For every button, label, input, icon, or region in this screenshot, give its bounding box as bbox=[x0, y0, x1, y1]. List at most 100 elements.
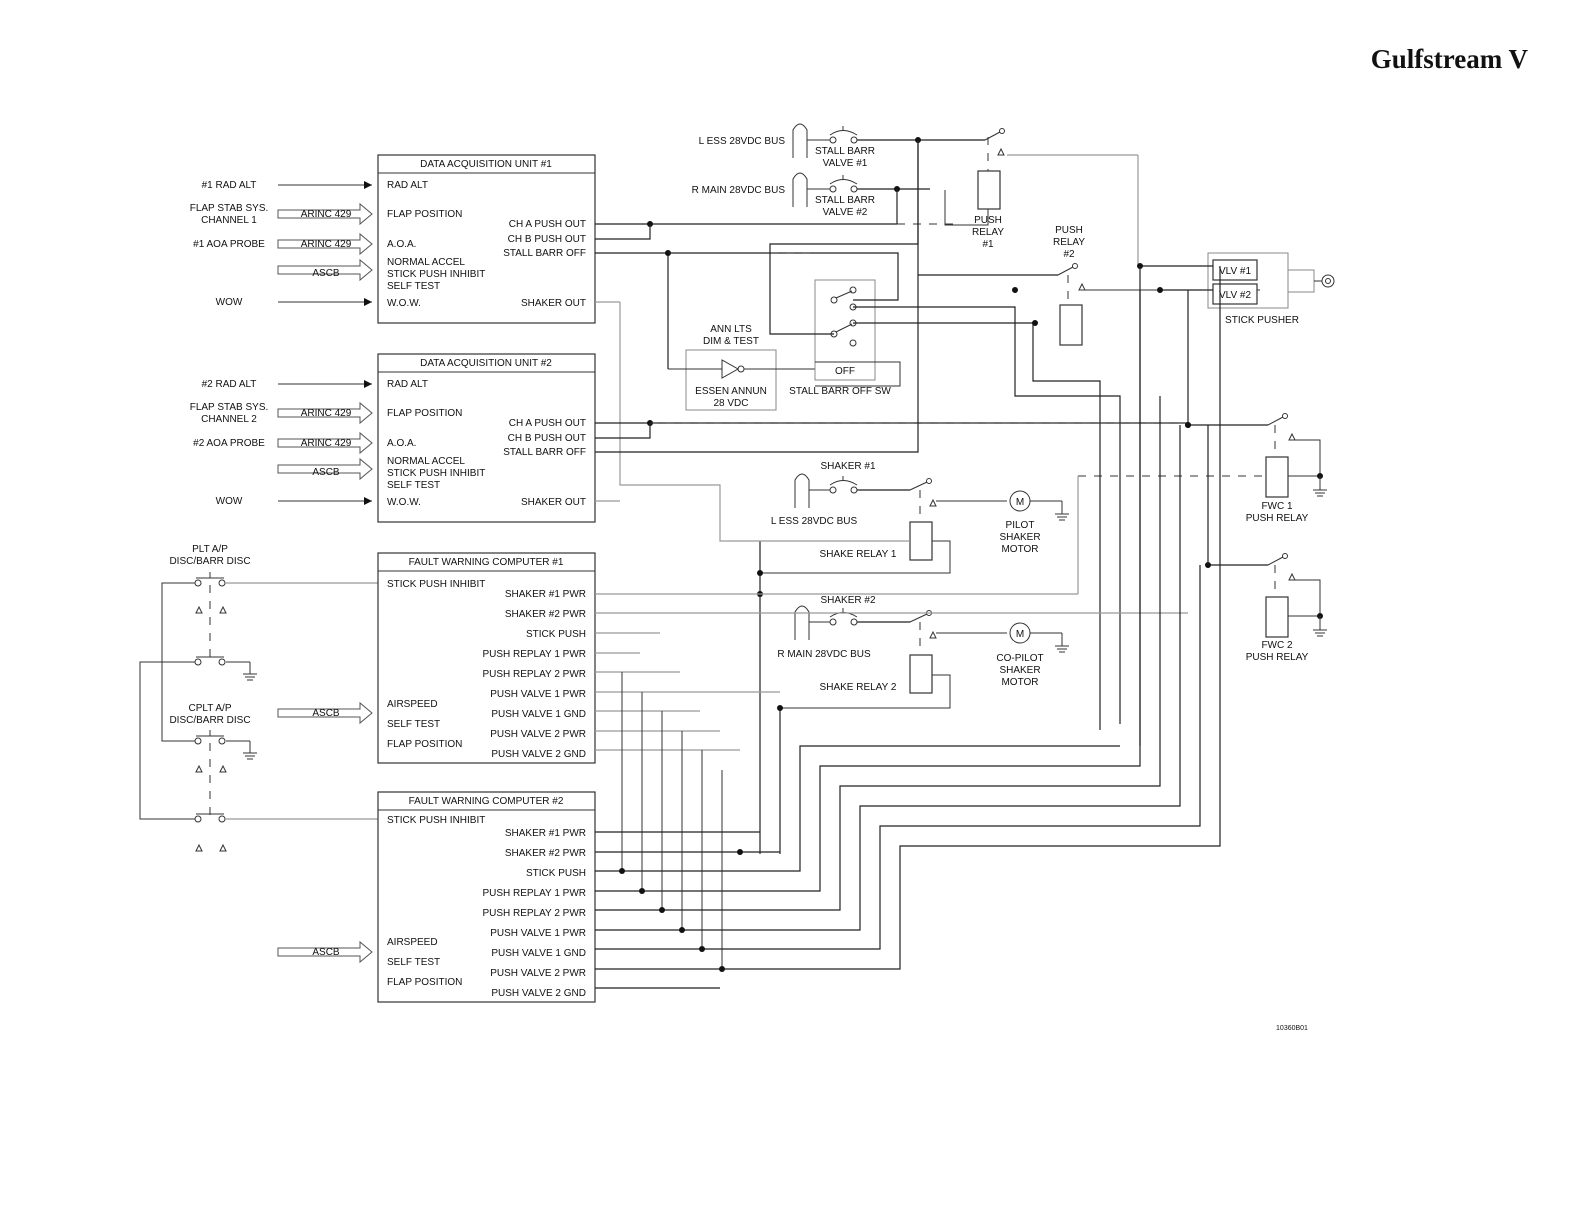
stall-barr-valves: L ESS 28VDC BUS R MAIN 28VDC BUS STALL B… bbox=[692, 123, 985, 218]
fwc2-push-relay-label: PUSH RELAY bbox=[1246, 652, 1309, 663]
input-aoa-2: #2 AOA PROBE bbox=[193, 438, 265, 449]
push-relay-1: PUSH RELAY #1 bbox=[944, 128, 1139, 266]
dau1-port: STALL BARR OFF bbox=[503, 248, 586, 259]
fwc1-port: PUSH VALVE 2 GND bbox=[491, 749, 586, 760]
fwc2-port: PUSH REPLAY 2 PWR bbox=[482, 908, 586, 919]
dau1-port: STICK PUSH INHIBIT bbox=[387, 269, 485, 280]
essen-annun-label: 28 VDC bbox=[713, 398, 748, 409]
ascb-arrow-icon bbox=[277, 940, 373, 964]
stall-barr-valve2-label: VALVE #2 bbox=[823, 207, 868, 218]
dau1-port: FLAP POSITION bbox=[387, 209, 462, 220]
fwc1-port: FLAP POSITION bbox=[387, 739, 462, 750]
fwc1-port: PUSH VALVE 2 PWR bbox=[490, 729, 586, 740]
cplt-ap-label: CPLT A/P bbox=[189, 703, 232, 714]
push-relay2-label: #2 bbox=[1063, 249, 1075, 260]
fwc1-port: PUSH REPLAY 2 PWR bbox=[482, 669, 586, 680]
copilot-shaker-label: MOTOR bbox=[1001, 677, 1038, 688]
drawing-number: 10360B01 bbox=[1276, 1025, 1308, 1032]
vlv2-label: VLV #2 bbox=[1219, 290, 1251, 301]
plt-disc-label: DISC/BARR DISC bbox=[169, 556, 250, 567]
push-relay-2: PUSH RELAY #2 bbox=[917, 140, 1260, 346]
fwc1-port: SHAKER #2 PWR bbox=[505, 609, 586, 620]
vlv1-label: VLV #1 bbox=[1219, 266, 1251, 277]
plt-ap-label: PLT A/P bbox=[192, 544, 228, 555]
pilot-shaker-label: SHAKER bbox=[999, 532, 1040, 543]
arinc-arrow-icon bbox=[277, 202, 373, 226]
stall-barr-off-sw-label: STALL BARR OFF SW bbox=[789, 386, 891, 397]
stall-barr-valve2-label: STALL BARR bbox=[815, 195, 875, 206]
copilot-shaker-label: SHAKER bbox=[999, 665, 1040, 676]
dau1-port: A.O.A. bbox=[387, 239, 416, 250]
circuit-breaker-icon bbox=[794, 473, 810, 508]
dau2-title: DATA ACQUISITION UNIT #2 bbox=[420, 358, 552, 369]
fwc2-title: FAULT WARNING COMPUTER #2 bbox=[409, 796, 564, 807]
shake-relay2-label: SHAKE RELAY 2 bbox=[820, 682, 897, 693]
arinc-arrow-icon bbox=[277, 401, 373, 425]
stick-pusher: VLV #1 VLV #2 STICK PUSHER bbox=[1137, 252, 1335, 326]
fwc1-port: SELF TEST bbox=[387, 719, 440, 730]
arinc-arrow-icon bbox=[277, 232, 373, 256]
copilot-shaker-label: CO-PILOT bbox=[996, 653, 1043, 664]
wiring bbox=[595, 140, 1221, 989]
input-wow-2: WOW bbox=[216, 496, 243, 507]
fwc2-push-relay: FWC 2 PUSH RELAY bbox=[1205, 553, 1327, 663]
fwc2-push-relay-label: FWC 2 bbox=[1261, 640, 1293, 651]
ascb-label: ASCB bbox=[312, 947, 340, 958]
fwc1-title: FAULT WARNING COMPUTER #1 bbox=[409, 557, 564, 568]
shake-relay1-label: SHAKE RELAY 1 bbox=[820, 549, 897, 560]
fwc1-port: PUSH REPLAY 1 PWR bbox=[482, 649, 586, 660]
fwc1-push-relay-label: PUSH RELAY bbox=[1246, 513, 1309, 524]
dau2-port: A.O.A. bbox=[387, 438, 416, 449]
fwc2-port: STICK PUSH INHIBIT bbox=[387, 815, 485, 826]
dau2-port: CH A PUSH OUT bbox=[509, 418, 586, 429]
dau1-port: NORMAL ACCEL bbox=[387, 257, 465, 268]
push-relay1-label: RELAY bbox=[972, 227, 1004, 238]
fwc1-port: STICK PUSH INHIBIT bbox=[387, 579, 485, 590]
fwc1-port: SHAKER #1 PWR bbox=[505, 589, 586, 600]
ascb-label: ASCB bbox=[312, 467, 340, 478]
dau2-inputs: #2 RAD ALT FLAP STAB SYS. CHANNEL 2 ARIN… bbox=[190, 379, 373, 507]
input-rad-alt-1: #1 RAD ALT bbox=[202, 180, 257, 191]
dau2-port: RAD ALT bbox=[387, 379, 428, 390]
arinc-label: ARINC 429 bbox=[301, 438, 352, 449]
fwc2-port: SELF TEST bbox=[387, 957, 440, 968]
dau1-port: SELF TEST bbox=[387, 281, 440, 292]
cplt-disc-label: DISC/BARR DISC bbox=[169, 715, 250, 726]
fwc2-port: PUSH VALVE 1 PWR bbox=[490, 928, 586, 939]
ascb-arrow-icon bbox=[277, 457, 373, 481]
arinc-label: ARINC 429 bbox=[301, 408, 352, 419]
l-ess-bus-label: L ESS 28VDC BUS bbox=[699, 136, 786, 147]
dau2-port: STICK PUSH INHIBIT bbox=[387, 468, 485, 479]
dau1-port: SHAKER OUT bbox=[521, 298, 586, 309]
dau2-port: SELF TEST bbox=[387, 480, 440, 491]
fwc1-push-relay: FWC 1 PUSH RELAY bbox=[1078, 413, 1327, 524]
input-wow-1: WOW bbox=[216, 297, 243, 308]
dau2-port: STALL BARR OFF bbox=[503, 447, 586, 458]
shaker-2: SHAKER #2 R MAIN 28VDC BUS SHAKE RELAY 2… bbox=[777, 595, 1069, 854]
dau1-port: RAD ALT bbox=[387, 180, 428, 191]
fwc2-port: STICK PUSH bbox=[526, 868, 586, 879]
brand-logo: Gulfstream V bbox=[1371, 44, 1529, 74]
fwc2-port: PUSH VALVE 2 GND bbox=[491, 988, 586, 999]
circuit-breaker-icon bbox=[792, 123, 808, 158]
fwc2-box: FAULT WARNING COMPUTER #2 STICK PUSH INH… bbox=[377, 791, 596, 1003]
dau1-box: DATA ACQUISITION UNIT #1 RAD ALT FLAP PO… bbox=[377, 154, 596, 324]
dau2-port: W.O.W. bbox=[387, 497, 421, 508]
dau2-port: FLAP POSITION bbox=[387, 408, 462, 419]
fwc2-port: PUSH VALVE 2 PWR bbox=[490, 968, 586, 979]
shaker2-label: SHAKER #2 bbox=[820, 595, 875, 606]
input-flap-stab-2a: FLAP STAB SYS. bbox=[190, 402, 269, 413]
shaker1-label: SHAKER #1 bbox=[820, 461, 875, 472]
dau1-title: DATA ACQUISITION UNIT #1 bbox=[420, 159, 552, 170]
stall-barr-off-switch: OFF STALL BARR OFF SW bbox=[789, 279, 901, 397]
circuit-breaker-icon bbox=[794, 605, 810, 640]
dau2-port: NORMAL ACCEL bbox=[387, 456, 465, 467]
fwc1-port: STICK PUSH bbox=[526, 629, 586, 640]
dau1-port: CH B PUSH OUT bbox=[508, 234, 586, 245]
dau1-port: CH A PUSH OUT bbox=[509, 219, 586, 230]
ascb-arrow-icon bbox=[277, 258, 373, 282]
fwc2-port: AIRSPEED bbox=[387, 937, 438, 948]
ascb-label: ASCB bbox=[312, 268, 340, 279]
input-flap-stab-1a: FLAP STAB SYS. bbox=[190, 203, 269, 214]
